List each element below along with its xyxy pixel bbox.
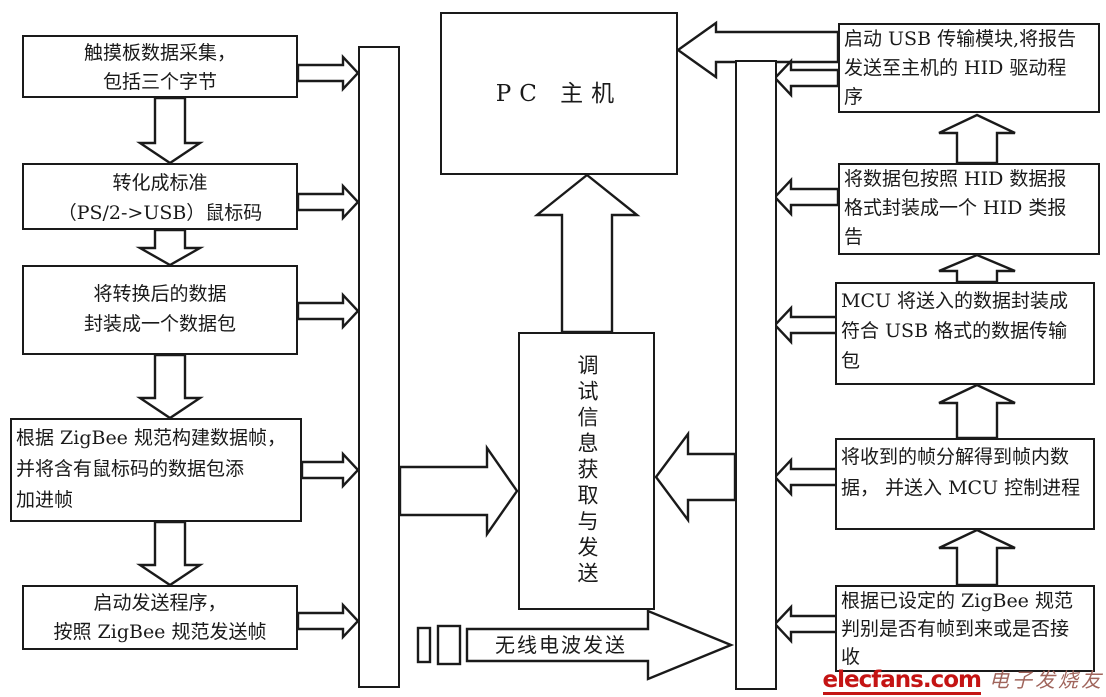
arrow-r2-to-rightbus (773, 176, 840, 218)
box-start-usb-transfer: 启动 USB 传输模块,将报告 发送至主机的 HID 驱动程 序 (838, 23, 1100, 113)
box-convert-mouse-code: 转化成标准 （PS/2->USB）鼠标码 (22, 163, 298, 230)
arrow-r5-to-rightbus (773, 603, 840, 645)
antenna-mark-small (416, 626, 432, 664)
arrow-up-r5-r4 (938, 528, 1016, 587)
box-build-zigbee-frame: 根据 ZigBee 规范构建数据帧， 并将含有鼠标码的数据包添 加进帧 (10, 418, 302, 522)
box-zigbee-receive-check: 根据已设定的 ZigBee 规范 判别是否有帧到来或是否接 收 (835, 585, 1095, 672)
left-bus-bar (358, 46, 400, 688)
arrow-up-r2-r1 (938, 113, 1016, 165)
box-touchpad-data-collect: 触摸板数据采集， 包括三个字节 (22, 35, 298, 98)
arrow-r1-to-rightbus (773, 57, 840, 99)
box-mcu-usb-pack: MCU 将送入的数据封装成 符合 USB 格式的数据传输 包 (835, 282, 1095, 385)
arrow-l4-to-leftbus (300, 450, 360, 490)
watermark: elecfans.com 电子发烧友 (822, 664, 1104, 696)
debug-info-label: 调试信息获取与发送 (575, 354, 599, 588)
arrow-l2-to-leftbus (296, 182, 360, 222)
arrow-r1-to-pc (675, 20, 840, 80)
arrow-l5-to-leftbus (296, 601, 360, 641)
box-frame-decompose: 将收到的帧分解得到帧内数 据， 并送入 MCU 控制进程 (835, 438, 1095, 530)
arrow-rightbus-to-debug (654, 430, 737, 524)
right-bus-bar (735, 60, 777, 690)
arrow-l1-to-leftbus (296, 53, 360, 93)
arrow-l3-to-leftbus (296, 291, 360, 331)
arrow-r3-to-rightbus (773, 304, 840, 346)
box-pack-data-packet: 将转换后的数据 封装成一个数据包 (22, 265, 298, 355)
arrow-down-l3-l4 (136, 353, 204, 420)
arrow-down-l1-l2 (136, 96, 204, 165)
arrow-leftbus-to-debug (398, 444, 519, 538)
pc-host-label: PC 主机 (495, 80, 623, 107)
box-pc-host: PC 主机 (440, 12, 678, 175)
arrow-radio-transmit (465, 609, 735, 681)
arrow-up-r3-r2 (938, 253, 1016, 284)
watermark-brand: elecfans.com (822, 668, 982, 696)
arrow-up-r4-r3 (938, 383, 1016, 440)
arrow-r4-to-rightbus (773, 456, 840, 498)
radio-transmit-label: 无线电波发送 (495, 633, 627, 657)
arrow-down-l4-l5 (136, 520, 204, 587)
arrow-debug-to-pc (533, 173, 641, 334)
antenna-mark-large (436, 624, 462, 666)
watermark-brand-cn: 电子发烧友 (989, 668, 1104, 692)
box-debug-info: 调试信息获取与发送 (518, 332, 655, 610)
box-start-send-program: 启动发送程序， 按照 ZigBee 规范发送帧 (22, 585, 298, 650)
box-hid-report-pack: 将数据包按照 HID 数据报 格式封装成一个 HID 类报 告 (838, 163, 1100, 255)
arrow-down-l2-l3 (135, 228, 205, 267)
